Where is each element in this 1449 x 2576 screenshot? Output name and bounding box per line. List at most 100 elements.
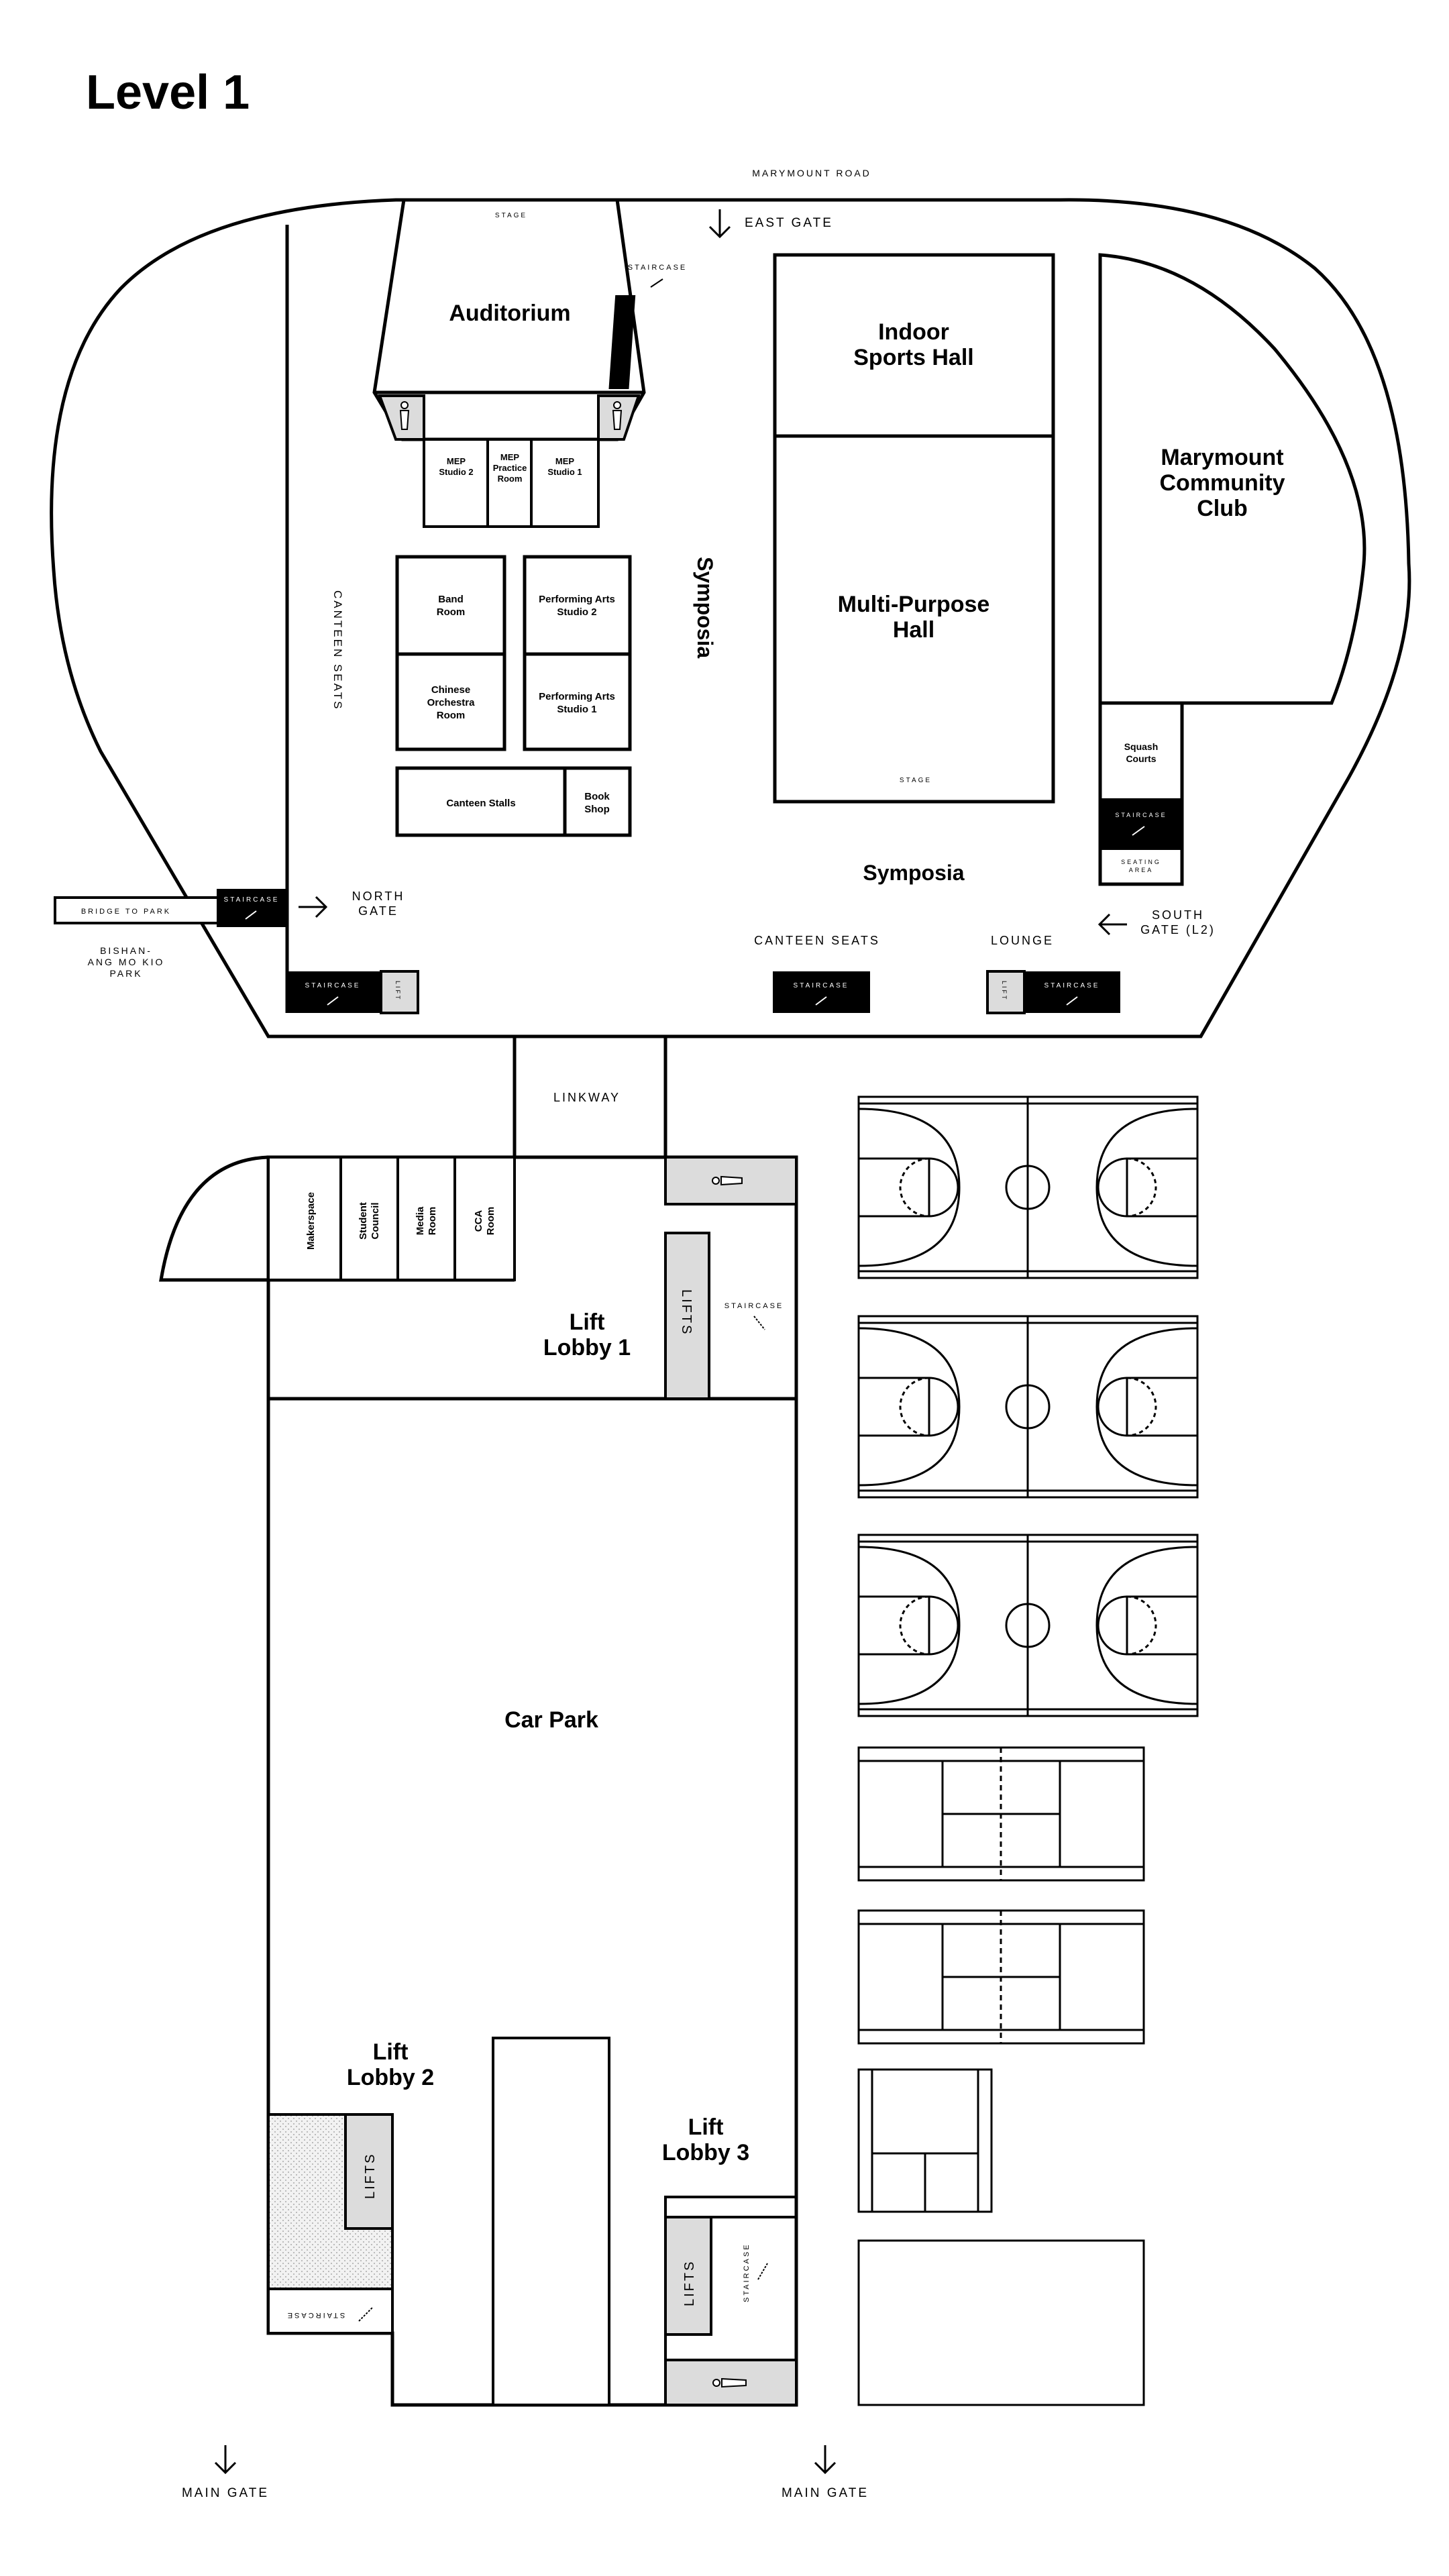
performing-arts-studio-1[interactable] [523, 652, 632, 751]
lifts-1[interactable] [664, 1232, 710, 1400]
staircase-icon [1132, 826, 1145, 836]
canteen-seats-label: CANTEEN SEATS [754, 934, 880, 947]
lifts-2-label: LIFTS [363, 2153, 378, 2199]
basketball-court-2[interactable] [857, 1315, 1199, 1499]
makerspace[interactable] [267, 1156, 342, 1281]
southwest-lift-label: LIFT [394, 981, 401, 1002]
tennis-court-1[interactable] [857, 1746, 1145, 1882]
marymount-community-club[interactable] [1098, 253, 1366, 705]
arrow-icon [299, 896, 328, 918]
southeast-lift[interactable] [986, 970, 1026, 1014]
squash-staircase[interactable] [1100, 798, 1182, 849]
cca-room[interactable] [453, 1156, 516, 1281]
north-staircase-label: STAIRCASE [224, 896, 280, 904]
southeast-staircase[interactable] [1024, 971, 1120, 1013]
lifts-1-label: LIFTS [679, 1289, 694, 1336]
staircase-icon [327, 996, 339, 1006]
auditorium-staircase-block [608, 295, 636, 389]
car-park-ramp[interactable] [492, 2037, 610, 2406]
lift-lobby-1-staircase-label: STAIRCASE [724, 1302, 784, 1310]
basketball-court-3[interactable] [857, 1534, 1199, 1717]
chinese-orchestra-room[interactable] [395, 652, 506, 751]
media-room-label: MediaRoom [415, 1206, 438, 1235]
symposia-vertical-label: Symposia [693, 557, 717, 658]
southwest-lift[interactable] [380, 970, 419, 1014]
southwest-staircase[interactable] [287, 971, 381, 1013]
toilet-icon [399, 401, 410, 430]
lift-lobby-2-staircase-label: STAIRCASE [286, 2311, 345, 2319]
hall-stage-label: STAGE [900, 777, 932, 784]
sports-courts [857, 1095, 1199, 2406]
media-room[interactable] [396, 1156, 456, 1281]
band-room[interactable] [395, 555, 506, 656]
book-shop[interactable] [563, 766, 632, 837]
staircase-icon [815, 996, 827, 1006]
lifts-3[interactable] [664, 2216, 712, 2336]
staircase-icon [753, 1316, 765, 1330]
tennis-court-2[interactable] [857, 1909, 1145, 2045]
linkway-label: LINKWAY [553, 1091, 621, 1104]
staircase-icon [757, 2263, 768, 2280]
canteen-stalls-label: Canteen Stalls [446, 798, 515, 809]
auditorium-staircase-label: STAIRCASE [628, 264, 688, 272]
arrow-icon [214, 2445, 237, 2475]
student-council-label: StudentCouncil [358, 1202, 381, 1240]
staircase-icon [245, 910, 257, 920]
indoor-sports-hall[interactable] [773, 253, 1055, 438]
staircase-icon [650, 278, 663, 288]
squash-staircase-label: STAIRCASE [1115, 812, 1167, 818]
lounge-label: LOUNGE [991, 934, 1054, 947]
makerspace-label: Makerspace [305, 1192, 317, 1250]
mep-practice-room[interactable] [486, 438, 533, 528]
small-court[interactable] [857, 2068, 993, 2213]
southeast-lift-label: LIFT [1001, 981, 1008, 1002]
marymount-road-label: MARYMOUNT ROAD [752, 168, 871, 178]
lifts-3-label: LIFTS [682, 2260, 697, 2306]
main-gate-right-label[interactable]: MAIN GATE [782, 2486, 869, 2500]
main-gate-left-label[interactable]: MAIN GATE [182, 2486, 269, 2500]
north-staircase[interactable] [217, 889, 287, 927]
arrow-icon [708, 209, 731, 239]
mep-studio-2[interactable] [423, 438, 489, 528]
basketball-court-1[interactable] [857, 1095, 1199, 1279]
toilet-icon [712, 1175, 743, 1186]
mep-studio-1[interactable] [530, 438, 600, 528]
staircase-icon [1066, 996, 1078, 1006]
performing-arts-studio-2[interactable] [523, 555, 632, 656]
symposia-label: Symposia [863, 861, 964, 885]
arrow-icon [814, 2445, 837, 2475]
east-gate-label[interactable]: EAST GATE [745, 216, 833, 230]
lifts-2[interactable] [344, 2113, 394, 2230]
squash-courts[interactable] [1098, 701, 1184, 886]
canteen-stalls[interactable] [395, 766, 567, 837]
cca-room-label: CCARoom [473, 1207, 496, 1236]
lift-lobby-2-staircase[interactable] [267, 2288, 394, 2334]
open-field[interactable] [857, 2239, 1145, 2406]
quarter-circle-annex [159, 1155, 269, 1282]
main-building-outline [50, 198, 1411, 1038]
car-park-label: Car Park [504, 1707, 598, 1733]
southeast-staircase-label: STAIRCASE [1044, 982, 1100, 989]
middle-staircase[interactable] [773, 971, 870, 1013]
toilet-icon [612, 401, 623, 430]
auditorium-label: Auditorium [449, 301, 570, 326]
page-title: Level 1 [86, 66, 250, 119]
middle-staircase-label: STAIRCASE [794, 982, 849, 989]
multi-purpose-hall[interactable] [773, 434, 1055, 804]
